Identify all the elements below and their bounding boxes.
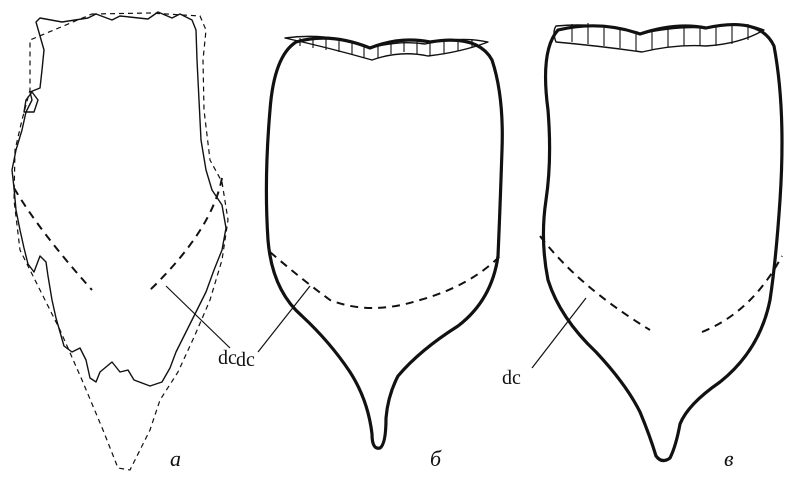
panel-b: dc б bbox=[236, 36, 502, 471]
panel-a-boundary-left bbox=[14, 188, 92, 290]
panel-a-preserved-outline bbox=[12, 12, 226, 386]
panel-c: dc в bbox=[502, 23, 782, 471]
dc-label-b: dc bbox=[236, 349, 255, 371]
panel-a-boundary-right bbox=[150, 178, 222, 290]
dc-label-c: dc bbox=[502, 367, 521, 389]
panel-b-outline bbox=[266, 38, 502, 448]
panel-b-boundary bbox=[270, 252, 500, 308]
panel-c-boundary-left bbox=[540, 236, 650, 330]
dc-label-a: dc bbox=[218, 347, 237, 369]
panel-letter-a: a bbox=[170, 446, 181, 471]
panel-a: dc a bbox=[12, 12, 237, 471]
panel-letter-b: б bbox=[430, 446, 442, 471]
panel-a-dc-leader bbox=[166, 286, 230, 348]
panel-a-reconstructed-outline bbox=[14, 13, 228, 470]
panel-c-outline bbox=[543, 25, 782, 461]
panel-letter-c: в bbox=[724, 446, 734, 471]
